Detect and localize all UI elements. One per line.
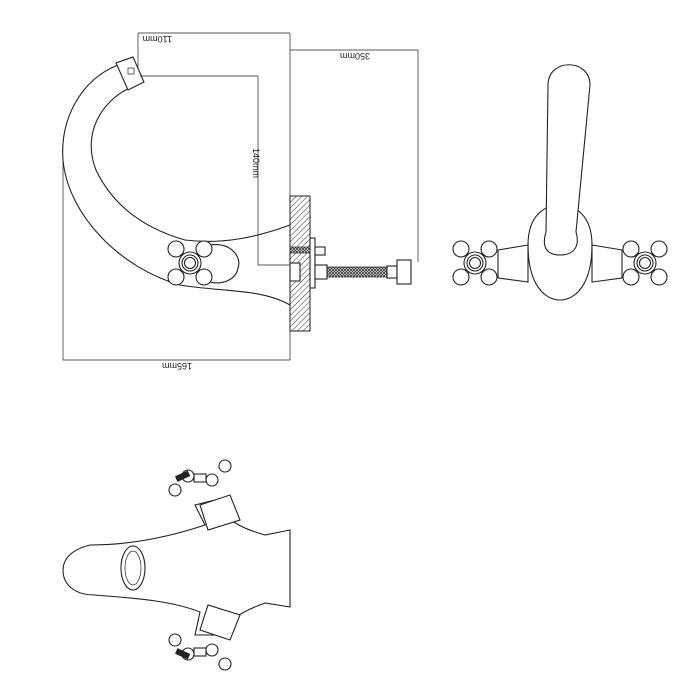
cross-handle-icon [167,240,213,286]
spout-outlet [120,545,146,591]
top-handle-upper-icon [168,459,232,497]
flexible-hose [326,266,388,278]
top-view [62,459,291,671]
dimension-total-height: 165mm [162,361,192,371]
faucet-body-top [62,499,291,636]
aerator [115,56,145,91]
dimension-hose-length: 350mm [340,51,370,61]
spout-inner-contour [90,85,291,242]
hose-nut [396,259,412,285]
front-view [452,64,668,301]
spout-outer-contour [62,64,291,306]
dimension-spout-reach: 110mm [143,34,172,44]
spout-column [543,64,591,256]
cross-handle-right-icon [622,240,668,286]
dimension-spout-height: 140mm [251,148,261,178]
side-view: 110mm 350mm 140mm 165mm [62,32,419,371]
top-handle-lower-icon [168,633,232,671]
mounting-plate [309,237,316,289]
cross-handle-left-icon [452,240,498,286]
valve-body [209,244,240,284]
